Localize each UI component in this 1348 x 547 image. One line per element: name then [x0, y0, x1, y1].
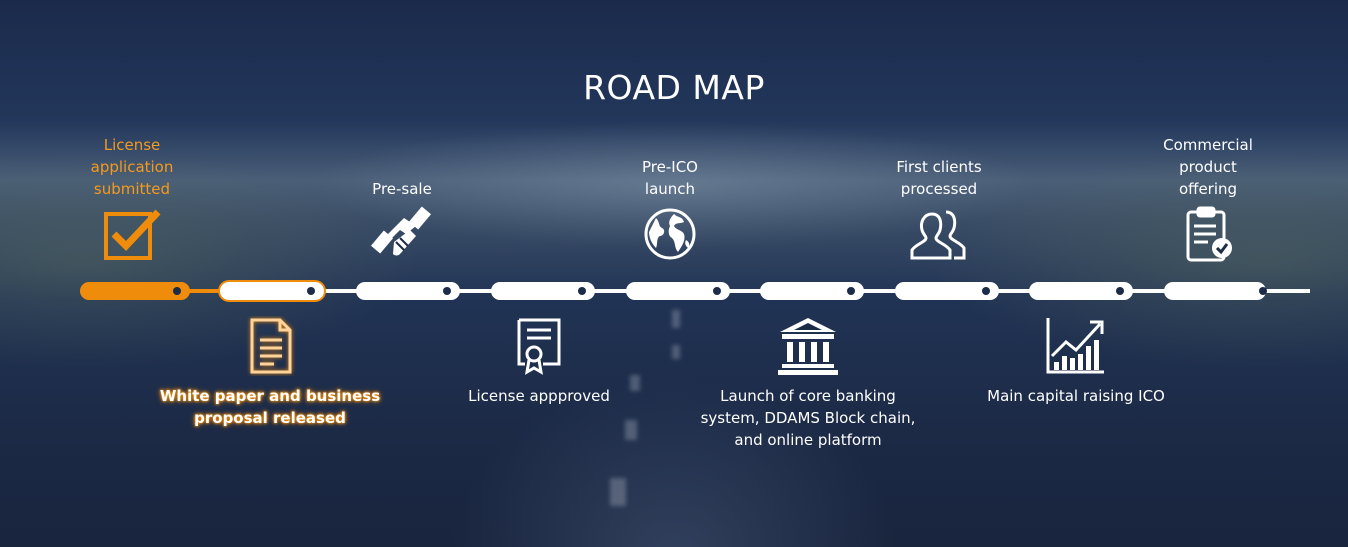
- growth-chart-icon: [1044, 316, 1108, 376]
- clipboard-check-icon: [1176, 204, 1240, 264]
- handshake-icon: [370, 204, 434, 264]
- road-marking: [610, 478, 626, 506]
- milestone-label-pre-sale: Pre-sale: [372, 180, 432, 198]
- background-left-glow: [0, 150, 420, 370]
- timeline-step-9[interactable]: [1164, 282, 1267, 300]
- milestone-label-first-clients: First clients processed: [896, 158, 982, 198]
- certificate-icon: [507, 316, 571, 376]
- timeline-step-6[interactable]: [760, 282, 864, 300]
- timeline-dot: [982, 287, 990, 295]
- road-marking: [672, 345, 680, 359]
- milestone-label-white-paper: White paper and business proposal releas…: [159, 387, 381, 427]
- timeline-dot: [578, 287, 586, 295]
- timeline-step-4[interactable]: [491, 282, 595, 300]
- timeline-step-5[interactable]: [626, 282, 730, 300]
- road-marking: [672, 310, 680, 328]
- milestone-label-license-submitted: License application submitted: [90, 136, 174, 198]
- globe-icon: [638, 204, 702, 264]
- milestone-label-main-ico: Main capital raising ICO: [987, 387, 1165, 405]
- bank-icon: [776, 316, 840, 376]
- users-icon: [906, 204, 970, 264]
- milestone-label-core-banking: Launch of core banking system, DDAMS Blo…: [700, 387, 916, 449]
- timeline-step-7[interactable]: [895, 282, 999, 300]
- timeline-dot: [713, 287, 721, 295]
- timeline-dot: [443, 287, 451, 295]
- timeline-dot: [173, 287, 181, 295]
- milestone-label-commercial-product: Commercial product offering: [1163, 136, 1253, 198]
- timeline-connector: [180, 289, 230, 293]
- timeline-dot: [1259, 287, 1267, 295]
- milestone-label-license-approved: License appproved: [468, 387, 610, 405]
- timeline-bar: [80, 282, 1310, 300]
- timeline-dot: [847, 287, 855, 295]
- timeline-step-8[interactable]: [1029, 282, 1133, 300]
- background-right-glow: [928, 150, 1348, 370]
- timeline-dot: [1116, 287, 1124, 295]
- road-marking: [630, 375, 640, 391]
- timeline-step-1[interactable]: [80, 282, 190, 300]
- road-marking: [625, 420, 637, 440]
- timeline-step-2[interactable]: [220, 282, 324, 300]
- checkbox-check-icon: [100, 206, 164, 266]
- milestone-label-pre-ico: Pre-ICO launch: [642, 158, 698, 198]
- page-title: ROAD MAP: [583, 68, 765, 107]
- timeline-step-3[interactable]: [356, 282, 460, 300]
- timeline-dot: [307, 287, 315, 295]
- document-icon: [238, 316, 302, 376]
